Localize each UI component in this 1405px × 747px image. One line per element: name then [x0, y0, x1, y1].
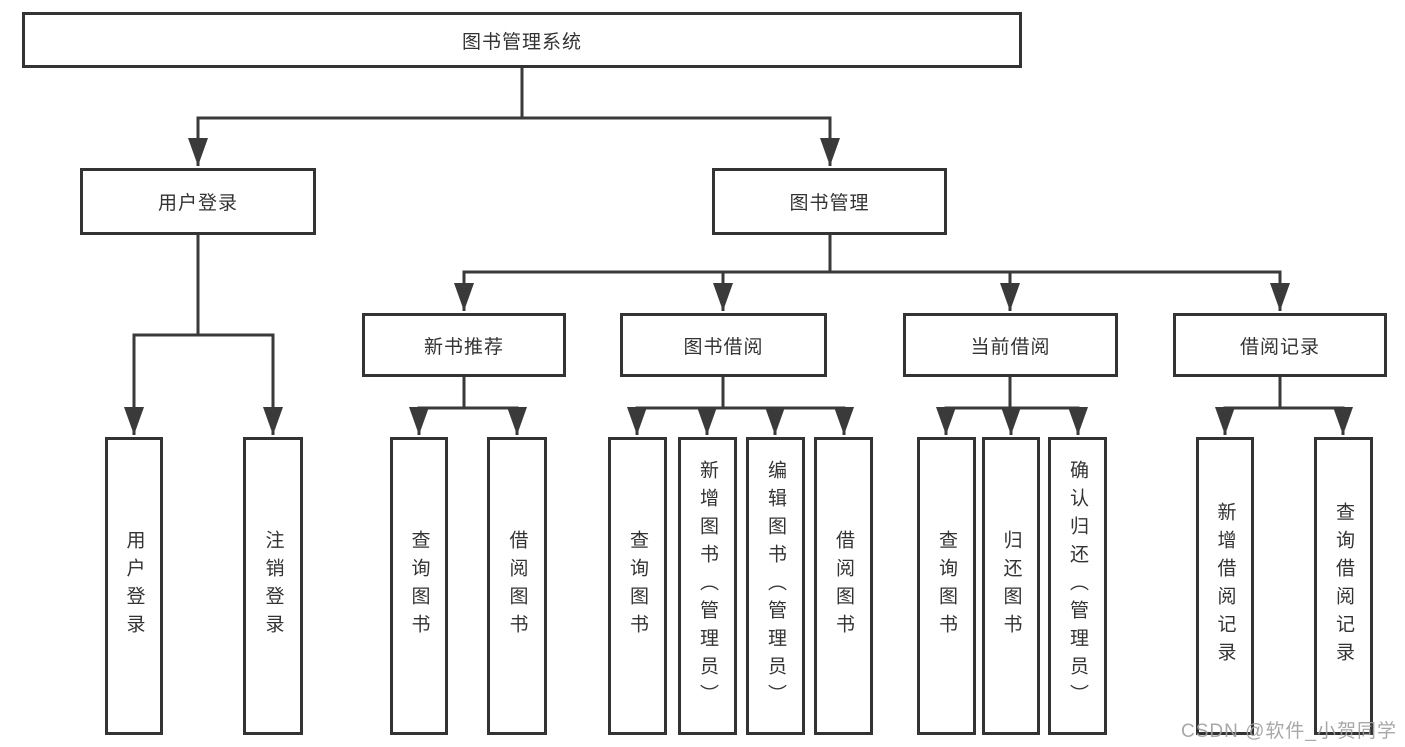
leaf-return-books: 归还图书 [982, 437, 1040, 735]
leaf-borrowing-borrow-books: 借阅图书 [814, 437, 873, 735]
node-book-management: 图书管理 [712, 168, 947, 235]
leaf-edit-books-admin: 编辑图书（管理员） [746, 437, 805, 735]
leaf-user-login-label: 用户登录 [123, 530, 145, 642]
leaf-confirm-return-admin-label: 确认归还（管理员） [1067, 460, 1088, 712]
node-new-book-recommendation: 新书推荐 [362, 313, 566, 377]
leaf-current-search-books-label: 查询图书 [936, 530, 957, 642]
leaf-borrowing-search-books-label: 查询图书 [627, 530, 648, 642]
leaf-newbook-search-books: 查询图书 [390, 437, 448, 735]
leaf-logout-label: 注销登录 [262, 530, 284, 642]
leaf-add-borrow-record-label: 新增借阅记录 [1214, 502, 1236, 670]
leaf-newbook-borrow-books-label: 借阅图书 [506, 530, 528, 642]
leaf-add-borrow-record: 新增借阅记录 [1196, 437, 1254, 735]
leaf-borrowing-borrow-books-label: 借阅图书 [833, 530, 854, 642]
leaf-newbook-search-books-label: 查询图书 [408, 530, 430, 642]
leaf-newbook-borrow-books: 借阅图书 [487, 437, 547, 735]
leaf-logout: 注销登录 [243, 437, 303, 735]
leaf-search-borrow-record: 查询借阅记录 [1314, 437, 1373, 735]
leaf-search-borrow-record-label: 查询借阅记录 [1333, 502, 1354, 670]
watermark: CSDN @软件_小贺同学 [1181, 721, 1397, 742]
leaf-add-books-admin-label: 新增图书（管理员） [697, 460, 718, 712]
node-user-login: 用户登录 [80, 168, 316, 235]
leaf-return-books-label: 归还图书 [1000, 530, 1022, 642]
leaf-borrowing-search-books: 查询图书 [608, 437, 667, 735]
leaf-user-login: 用户登录 [105, 437, 163, 735]
leaf-edit-books-admin-label: 编辑图书（管理员） [765, 460, 786, 712]
leaf-current-search-books: 查询图书 [917, 437, 976, 735]
node-current-borrowing: 当前借阅 [903, 313, 1118, 377]
node-library-management-system: 图书管理系统 [22, 12, 1022, 68]
node-borrowing-records: 借阅记录 [1173, 313, 1387, 377]
leaf-add-books-admin: 新增图书（管理员） [678, 437, 737, 735]
leaf-confirm-return-admin: 确认归还（管理员） [1048, 437, 1107, 735]
node-book-borrowing: 图书借阅 [620, 313, 827, 377]
